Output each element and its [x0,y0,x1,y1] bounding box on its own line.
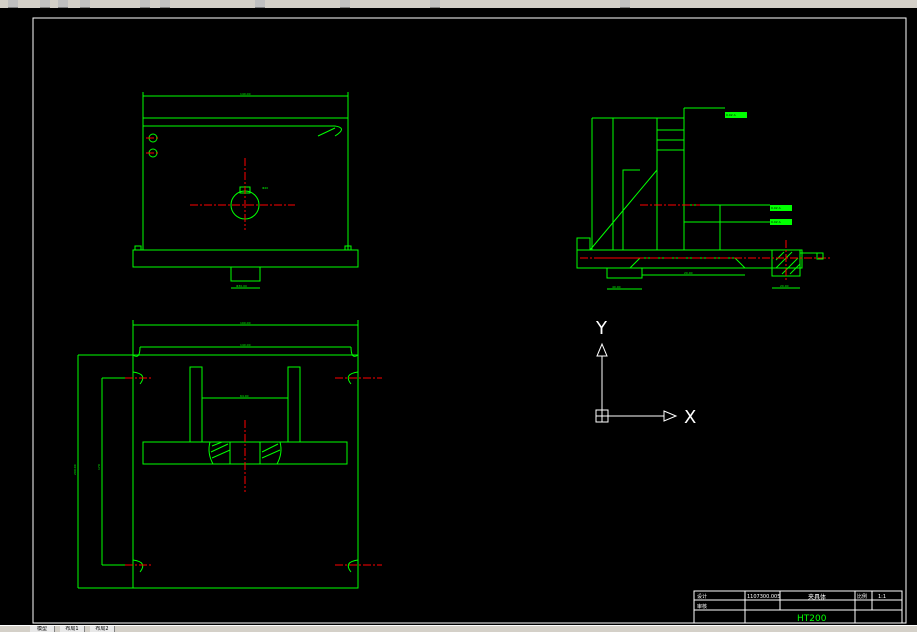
ratio-label: 比例 [857,593,867,600]
svg-text:170: 170 [97,464,101,470]
redo-icon[interactable] [160,0,170,8]
title-label-review: 审核 [697,603,707,610]
front-view-centerlines [146,137,295,230]
top-view [77,320,359,589]
part-number: 1107300.005 [747,594,780,600]
y-axis-label: Y [595,318,608,339]
tab-layout1[interactable]: 布局1 [60,626,85,632]
side-view [576,107,820,290]
svg-text:0.02 A: 0.02 A [726,113,737,117]
print-icon[interactable] [80,0,90,8]
svg-text:0.02 A: 0.02 A [771,220,782,224]
toolbar [0,0,917,8]
ratio-value: 1:1 [878,594,886,600]
svg-text:0.02 A: 0.02 A [771,206,782,210]
svg-text:140.00: 140.00 [240,92,251,96]
new-file-icon[interactable] [8,0,18,8]
tab-layout2[interactable]: 布局2 [90,626,115,632]
save-icon[interactable] [58,0,68,8]
svg-text:20.00: 20.00 [684,271,693,275]
tab-model[interactable]: 模型 [30,626,55,632]
title-block [693,590,903,624]
drawing-frame [32,17,907,624]
x-axis-label: X [684,407,696,428]
top-view-dimension-text: 190.00 140.00 64.00 200.00 170 [73,321,251,475]
svg-text:20.00: 20.00 [780,284,789,288]
material-label: HT200 [797,614,827,624]
side-view-centerlines [580,204,830,282]
layout-tabs-bar: 模型 布局1 布局2 [0,625,917,632]
svg-text:Φ30.00: Φ30.00 [236,284,247,288]
svg-text:64.00: 64.00 [240,394,249,398]
open-icon[interactable] [40,0,50,8]
ucs-axis-icon [595,342,678,423]
front-view-dimension-text: 140.00 Φ20 Φ30.00 [236,92,268,288]
svg-text:140.00: 140.00 [240,343,251,347]
svg-text:Φ20: Φ20 [262,186,268,190]
top-view-centerlines [125,377,382,566]
svg-text:40.00: 40.00 [612,285,621,289]
undo-icon[interactable] [140,0,150,8]
layer-icon[interactable] [430,0,440,8]
svg-text:200.00: 200.00 [73,464,77,475]
part-name: 夹具体 [808,593,826,601]
svg-text:190.00: 190.00 [240,321,251,325]
side-view-callouts: 0.02 A 0.02 A 0.02 A 40.00 20.00 20.00 [612,112,824,289]
title-label-design: 设计 [697,593,707,600]
zoom-icon[interactable] [255,0,265,8]
pan-icon[interactable] [340,0,350,8]
properties-icon[interactable] [620,0,630,8]
drawing-canvas[interactable]: 140.00 Φ20 Φ30.00 [0,8,917,625]
